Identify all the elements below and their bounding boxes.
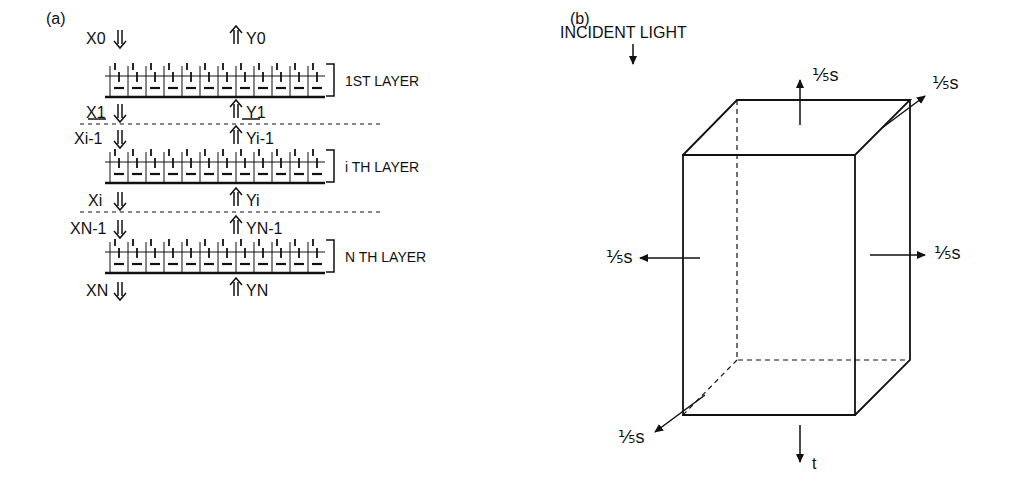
fraction-label: ⅕s [618, 428, 644, 446]
flux-label: Yi [246, 192, 260, 210]
layer-label: 1ST LAYER [345, 73, 419, 89]
flux-label: YN-1 [246, 220, 282, 238]
flux-label: Yi-1 [246, 130, 274, 148]
flux-label: Y1 [246, 104, 266, 122]
layer-label: i TH LAYER [345, 159, 419, 175]
layer-caption: N TH LAYER [345, 248, 426, 266]
flux-label: Xi [88, 192, 102, 210]
flux-label: XN-1 [70, 220, 106, 238]
fraction-label: ⅕s [606, 248, 632, 266]
flux-label: YN [246, 282, 268, 300]
flux-label: X1 [86, 104, 106, 122]
layer-caption: i TH LAYER [345, 158, 419, 176]
flux-label: Y0 [246, 30, 266, 48]
fraction-label: ⅕s [812, 66, 838, 84]
flux-label: X0 [86, 30, 106, 48]
layer-caption: 1ST LAYER [345, 72, 419, 90]
panel-label: (a) [46, 10, 66, 28]
fraction-label: ⅕s [934, 244, 960, 262]
fraction-label: ⅕s [932, 74, 958, 92]
light-label: INCIDENT LIGHT [560, 24, 687, 42]
flux-label: Xi-1 [74, 130, 102, 148]
flux-label: XN [86, 282, 108, 300]
layer-label: N TH LAYER [345, 249, 426, 265]
transmission-label: t [812, 455, 816, 473]
